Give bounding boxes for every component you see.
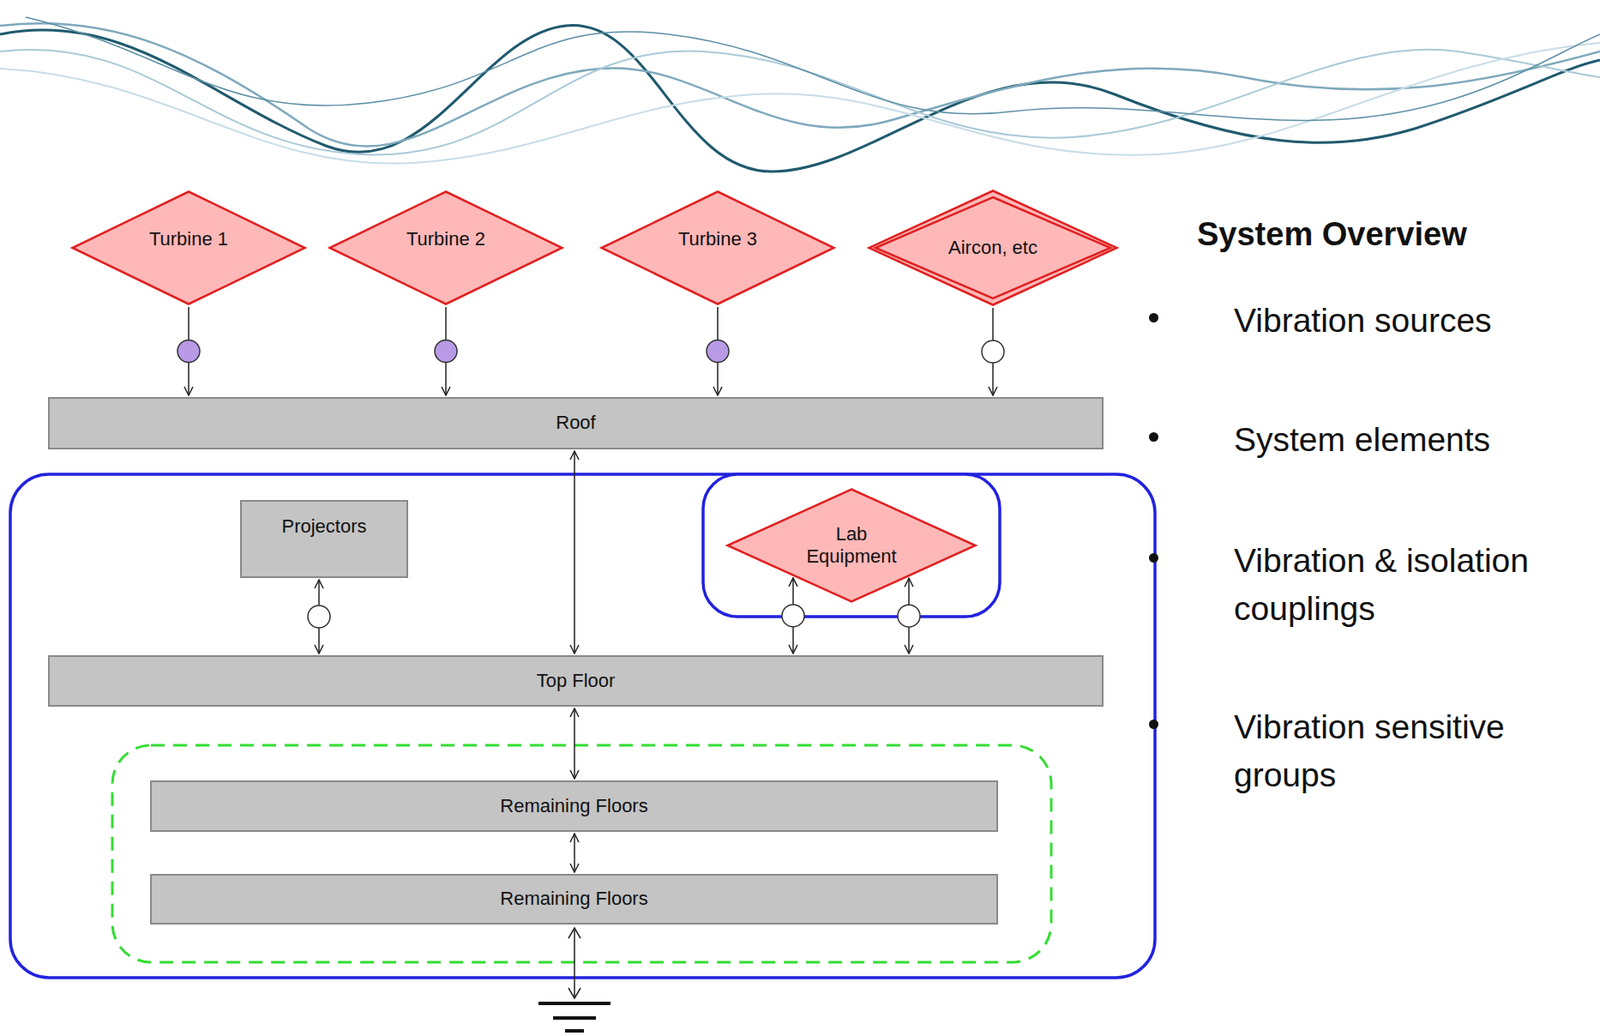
isolation-coupling (781, 604, 805, 627)
node-label: Projectors (281, 515, 367, 538)
node-label: Turbine 2 (406, 228, 486, 251)
source-diamond: Turbine 3 (600, 190, 836, 306)
bullet-dot (1148, 553, 1159, 563)
isolation-coupling (434, 340, 458, 363)
isolation-coupling (897, 604, 921, 627)
coupling-arrow (573, 451, 576, 654)
element-box: Roof (48, 396, 1104, 450)
bullet-text: Vibration sensitive groups (1233, 703, 1582, 800)
element-box: Remaining Floors (150, 873, 999, 925)
ground-link (568, 927, 581, 999)
source-diamond: Lab Equipment (726, 487, 977, 603)
bullet-dot (1148, 719, 1159, 729)
element-box: Projectors (240, 499, 409, 578)
isolation-coupling (981, 340, 1005, 363)
node-label: Turbine 3 (678, 228, 758, 251)
node-label: Turbine 1 (149, 228, 229, 251)
bullet-dot (1148, 432, 1159, 442)
node-label: Lab Equipment (791, 523, 912, 569)
node-label: Remaining Floors (499, 887, 648, 910)
ground-symbol (538, 1003, 611, 1031)
isolation-coupling (177, 340, 200, 363)
source-diamond: Aircon, etc (867, 189, 1119, 307)
bullet-text: Vibration sources (1233, 296, 1582, 345)
node-label: Roof (555, 411, 596, 434)
bullet-text: Vibration & isolation couplings (1233, 536, 1582, 633)
sensitive-region (10, 474, 1155, 978)
lab-region (703, 474, 1000, 617)
element-box: Top Floor (48, 655, 1104, 707)
floors-group (112, 745, 1052, 963)
node-label: Remaining Floors (499, 794, 648, 818)
node-label: Aircon, etc (948, 236, 1038, 259)
source-diamond: Turbine 2 (328, 190, 564, 306)
bullet-text: System elements (1233, 415, 1582, 464)
bullet-dot (1148, 312, 1159, 323)
isolation-coupling (307, 605, 331, 628)
source-diamond: Turbine 1 (71, 190, 307, 306)
coupling-arrow (573, 708, 576, 779)
isolation-coupling (706, 340, 729, 363)
node-label: Top Floor (536, 669, 616, 692)
wave-banner (0, 17, 1600, 172)
panel-title: System Overview (1196, 216, 1468, 253)
coupling-arrow (573, 833, 576, 873)
element-box: Remaining Floors (150, 780, 999, 832)
